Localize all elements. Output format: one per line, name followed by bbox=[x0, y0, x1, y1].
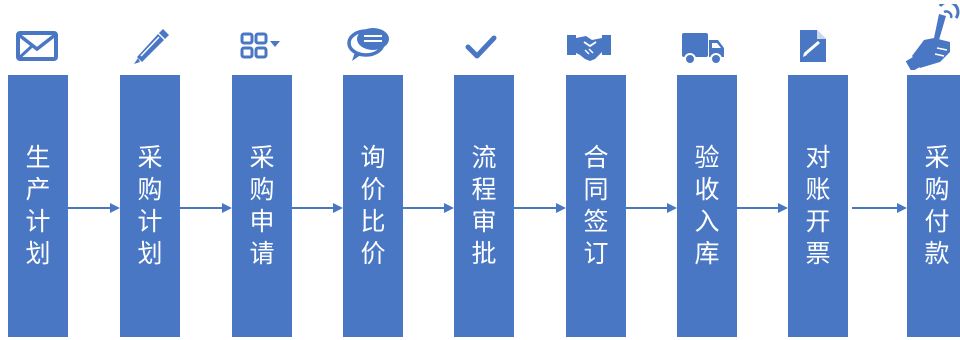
step-label-1: 生产计划 bbox=[25, 143, 51, 268]
step-label-7: 验收入库 bbox=[694, 143, 720, 268]
arrow-head-8 bbox=[897, 203, 907, 213]
arrow-head-6 bbox=[667, 203, 677, 213]
step-box-3: 采购申请 bbox=[232, 75, 292, 337]
arrow-head-7 bbox=[778, 203, 788, 213]
pencil-icon bbox=[126, 26, 172, 66]
step-label-5: 流程审批 bbox=[471, 143, 497, 268]
arrow-head-4 bbox=[444, 203, 454, 213]
step-label-6: 合同签订 bbox=[583, 143, 609, 268]
pointing-hand-icon bbox=[906, 4, 960, 70]
handshake-icon bbox=[566, 26, 612, 66]
step-label-2: 采购计划 bbox=[137, 143, 163, 268]
checkmark-icon bbox=[458, 26, 504, 66]
step-label-4: 询价比价 bbox=[360, 143, 386, 268]
step-box-9: 采购付款 bbox=[907, 75, 960, 337]
step-label-9: 采购付款 bbox=[924, 143, 950, 268]
grid-dropdown-icon bbox=[238, 26, 284, 66]
step-box-5: 流程审批 bbox=[454, 75, 514, 337]
step-box-6: 合同签订 bbox=[566, 75, 626, 337]
step-box-4: 询价比价 bbox=[343, 75, 403, 337]
truck-icon bbox=[680, 26, 726, 66]
step-label-8: 对账开票 bbox=[805, 143, 831, 268]
envelope-icon bbox=[14, 26, 60, 66]
arrow-head-5 bbox=[556, 203, 566, 213]
step-box-2: 采购计划 bbox=[120, 75, 180, 337]
step-label-3: 采购申请 bbox=[249, 143, 275, 268]
arrow-head-3 bbox=[333, 203, 343, 213]
step-box-1: 生产计划 bbox=[8, 75, 68, 337]
step-box-7: 验收入库 bbox=[677, 75, 737, 337]
arrow-head-1 bbox=[110, 203, 120, 213]
speech-bubbles-icon bbox=[346, 24, 392, 64]
document-edit-icon bbox=[790, 26, 836, 66]
arrow-head-2 bbox=[222, 203, 232, 213]
step-box-8: 对账开票 bbox=[788, 75, 848, 337]
